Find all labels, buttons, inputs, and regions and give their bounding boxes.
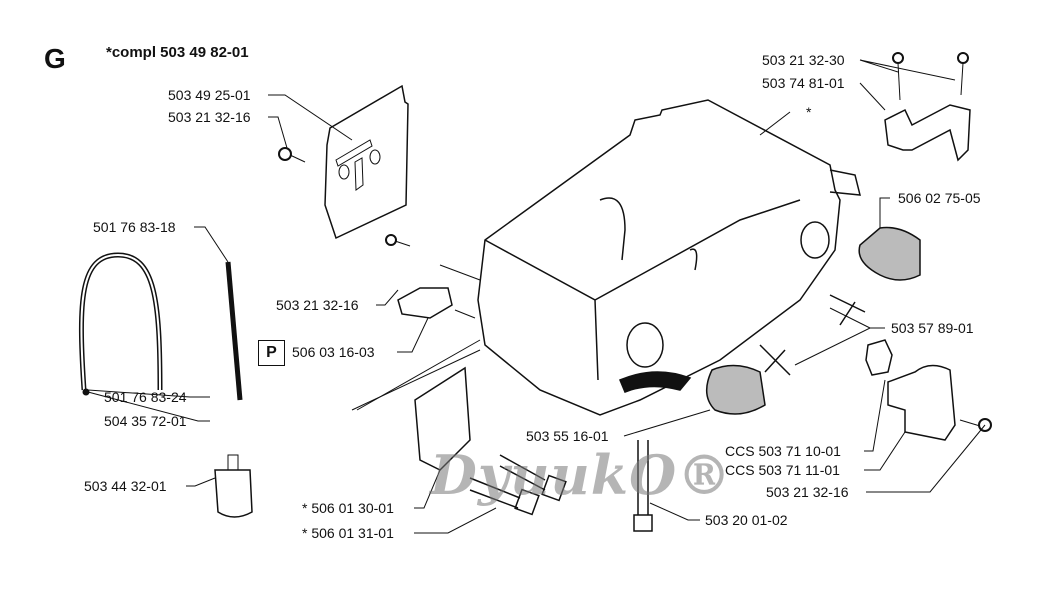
part-label: 503 20 01-02 — [705, 512, 788, 528]
bolt-drawings — [414, 366, 653, 532]
part-label: 503 55 16-01 — [526, 428, 609, 444]
cap-drawings — [706, 226, 921, 415]
part-label: 506 03 16-03 — [292, 344, 375, 360]
part-label: CCS 503 71 10-01 — [725, 443, 841, 459]
part-label: 503 49 25-01 — [168, 87, 251, 103]
part-label: CCS 503 71 11-01 — [725, 462, 840, 478]
part-label: 504 35 72-01 — [104, 413, 187, 429]
chain-plate-drawing — [324, 84, 409, 240]
bracket-drawing — [397, 287, 453, 319]
part-label: * 506 01 30-01 — [302, 500, 394, 516]
part-label: 501 76 83-18 — [93, 219, 176, 235]
cover-drawing — [865, 339, 956, 441]
assembly-note: *compl 503 49 82-01 — [106, 44, 249, 61]
part-label: 503 21 32-16 — [766, 484, 849, 500]
filter-drawing — [214, 454, 253, 518]
part-label: 503 44 32-01 — [84, 478, 167, 494]
part-label: 506 02 75-05 — [898, 190, 981, 206]
part-label: 503 74 81-01 — [762, 75, 845, 91]
oil-tank-housing-drawing — [477, 99, 861, 416]
p-marker: P — [258, 340, 285, 366]
part-label: 501 76 83-24 — [104, 389, 187, 405]
section-letter: G — [44, 43, 66, 74]
hose-drawings — [78, 252, 243, 401]
screw-drawings — [278, 52, 992, 432]
part-label: 503 21 32-16 — [276, 297, 359, 313]
part-label: * 506 01 31-01 — [302, 525, 394, 541]
asterisk-mark: * — [806, 104, 812, 120]
watermark: DyuukO® — [430, 443, 733, 507]
part-label: 503 21 32-30 — [762, 52, 845, 68]
part-label: 503 57 89-01 — [891, 320, 974, 336]
top-bracket-drawing — [884, 104, 971, 162]
part-label: 503 21 32-16 — [168, 109, 251, 125]
